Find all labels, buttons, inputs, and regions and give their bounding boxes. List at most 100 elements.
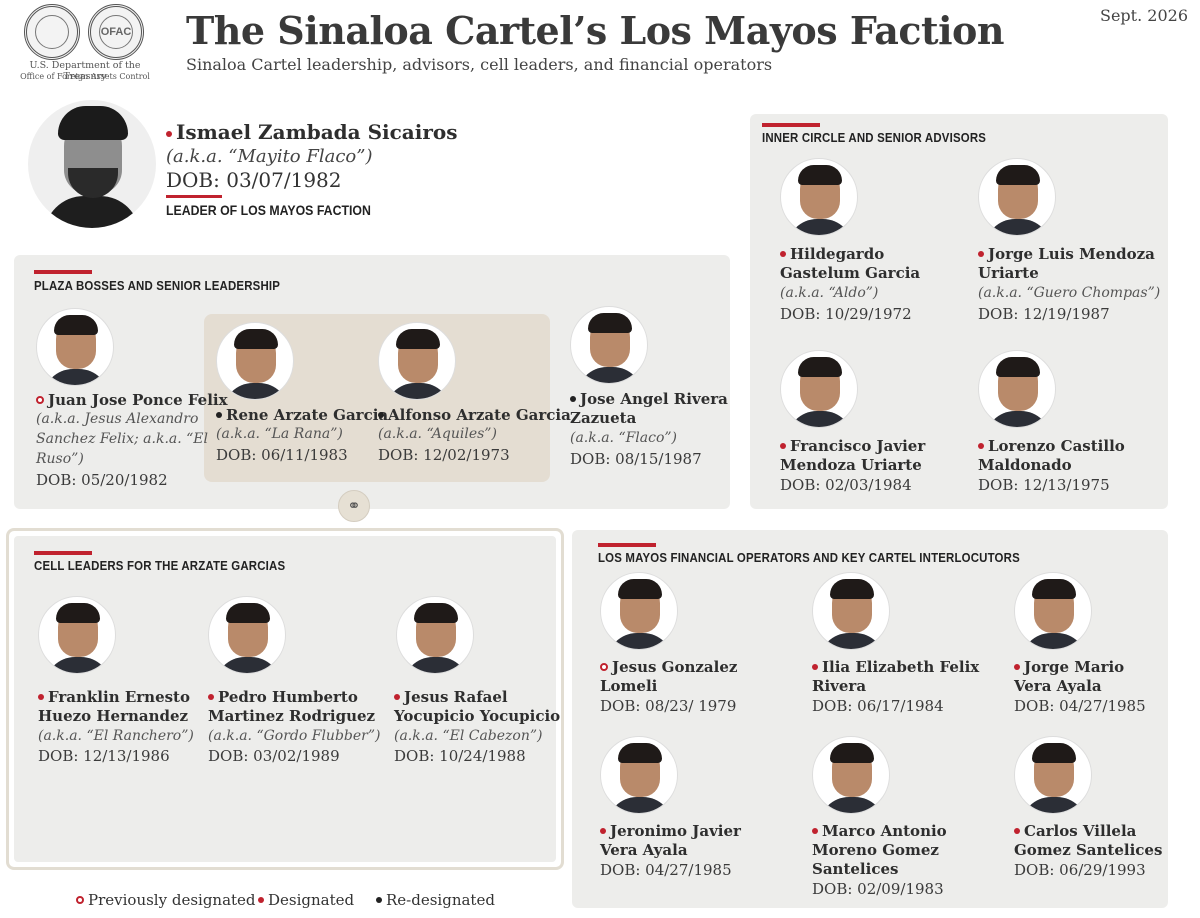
- designated-marker-icon: [394, 694, 400, 700]
- person-name-line2: Yocupicio Yocupicio: [394, 707, 561, 725]
- inner-section-bar: [762, 123, 820, 127]
- person-name-row: Rene Arzate Garcia: [216, 406, 388, 424]
- person-name: Juan Jose Ponce Felix: [48, 391, 228, 409]
- cells-section-title: CELL LEADERS FOR THE ARZATE GARCIAS: [34, 558, 286, 573]
- person-name-row: Jesus Gonzalez: [600, 658, 737, 676]
- person-dob: DOB: 06/11/1983: [216, 446, 348, 464]
- person-name: Jeronimo Javier: [610, 822, 741, 840]
- person-dob: DOB: 04/27/1985: [600, 861, 732, 879]
- cell-leaders-panel: [14, 536, 556, 862]
- person-name-row: Lorenzo Castillo: [978, 437, 1125, 455]
- person-dob: DOB: 03/02/1989: [208, 747, 340, 765]
- person-name-line2: Zazueta: [570, 409, 637, 427]
- person-photo: [978, 158, 1056, 236]
- person-dob: DOB: 06/29/1993: [1014, 861, 1146, 879]
- person-aka: (a.k.a. “La Rana”): [216, 426, 343, 442]
- person-aka: Sanchez Felix; a.k.a. “El: [36, 431, 209, 447]
- page-subtitle: Sinaloa Cartel leadership, advisors, cel…: [186, 55, 773, 74]
- person-name-line2: Martinez Rodriguez: [208, 707, 376, 725]
- inner-section-title: INNER CIRCLE AND SENIOR ADVISORS: [762, 130, 987, 145]
- person-name: Lorenzo Castillo: [988, 437, 1125, 455]
- person-photo: [378, 322, 456, 400]
- person-name-line2: Vera Ayala: [1014, 677, 1102, 695]
- designated-marker-icon: [208, 694, 214, 700]
- person-dob: DOB: 12/19/1987: [978, 305, 1110, 323]
- person-dob: DOB: 08/15/1987: [570, 450, 702, 468]
- person-aka: (a.k.a. “Flaco”): [570, 430, 678, 446]
- person-name-line2: Mendoza Uriarte: [780, 456, 922, 474]
- person-photo: [812, 572, 890, 650]
- person-name-row: Jorge Mario: [1014, 658, 1124, 676]
- person-name: Carlos Villela: [1024, 822, 1137, 840]
- person-name-line3: Santelices: [812, 860, 899, 878]
- person-photo: [600, 572, 678, 650]
- person-name: Marco Antonio: [822, 822, 947, 840]
- designated-marker-icon: [1014, 664, 1020, 670]
- person-name-row: Francisco Javier: [780, 437, 925, 455]
- person-name: Hildegardo: [790, 245, 885, 263]
- person-dob: DOB: 02/09/1983: [812, 880, 944, 898]
- person-photo: [396, 596, 474, 674]
- legend-designated: Designated: [258, 891, 354, 909]
- person-photo: [780, 350, 858, 428]
- person-name-row: Jorge Luis Mendoza: [978, 245, 1155, 263]
- person-aka: Ruso”): [36, 451, 84, 467]
- person-dob: DOB: 12/13/1975: [978, 476, 1110, 494]
- previously-designated-marker-icon: [36, 396, 44, 404]
- person-aka: (a.k.a. “Aldo”): [780, 285, 879, 301]
- leader-role-bar: [166, 195, 222, 198]
- person-dob: DOB: 06/17/1984: [812, 697, 944, 715]
- re-designated-marker-icon: [216, 412, 222, 418]
- person-photo: [38, 596, 116, 674]
- person-name-row: Hildegardo: [780, 245, 884, 263]
- person-name-line2: Gastelum Garcia: [780, 264, 921, 282]
- person-photo: [600, 736, 678, 814]
- person-name-row: Jose Angel Rivera: [570, 390, 728, 408]
- person-aka: (a.k.a. “Guero Chompas”): [978, 285, 1161, 301]
- re-designated-marker-icon: [376, 897, 382, 903]
- person-aka: (a.k.a. “El Ranchero”): [38, 728, 194, 744]
- person-name-row: Pedro Humberto: [208, 688, 358, 706]
- financial-section-title: LOS MAYOS FINANCIAL OPERATORS AND KEY CA…: [598, 550, 1020, 565]
- person-name-row: Jesus Rafael: [394, 688, 508, 706]
- financial-section-bar: [598, 543, 656, 547]
- person-dob: DOB: 12/02/1973: [378, 446, 510, 464]
- designated-marker-icon: [258, 897, 264, 903]
- person-dob: DOB: 10/24/1988: [394, 747, 526, 765]
- person-name-row: Carlos Villela: [1014, 822, 1136, 840]
- person-name-row: Ilia Elizabeth Felix: [812, 658, 979, 676]
- leader-dob: DOB: 03/07/1982: [166, 168, 342, 192]
- person-name-line2: Huezo Hernandez: [38, 707, 189, 725]
- person-photo: [978, 350, 1056, 428]
- person-name: Franklin Ernesto: [48, 688, 190, 706]
- person-name-line2: Moreno Gomez: [812, 841, 939, 859]
- treasury-seal-icon: [24, 4, 80, 60]
- person-dob: DOB: 02/03/1984: [780, 476, 912, 494]
- person-name: Jorge Luis Mendoza: [988, 245, 1155, 263]
- leader-photo: [28, 100, 156, 228]
- person-name-row: Juan Jose Ponce Felix: [36, 391, 228, 409]
- person-photo: [208, 596, 286, 674]
- person-name: Francisco Javier: [790, 437, 926, 455]
- person-name: Ilia Elizabeth Felix: [822, 658, 980, 676]
- designated-marker-icon: [600, 828, 606, 834]
- person-aka: (a.k.a. “Aquiles”): [378, 426, 497, 442]
- leader-name: Ismael Zambada Sicairos: [176, 120, 458, 144]
- designated-marker-icon: [812, 828, 818, 834]
- legend-previously-designated: Previously designated: [76, 891, 256, 909]
- person-name-line2: Maldonado: [978, 456, 1072, 474]
- person-dob: DOB: 10/29/1972: [780, 305, 912, 323]
- person-name: Rene Arzate Garcia: [226, 406, 389, 424]
- designated-marker-icon: [780, 443, 786, 449]
- person-name: Jesus Rafael: [404, 688, 508, 706]
- leader-name-row: Ismael Zambada Sicairos: [166, 120, 458, 144]
- previously-designated-marker-icon: [600, 663, 608, 671]
- person-name: Jesus Gonzalez: [612, 658, 738, 676]
- person-photo: [1014, 736, 1092, 814]
- re-designated-marker-icon: [570, 396, 576, 402]
- person-name-row: Jeronimo Javier: [600, 822, 741, 840]
- person-dob: DOB: 08/23/ 1979: [600, 697, 737, 715]
- ofac-seal-icon: OFAC: [88, 4, 144, 60]
- legend-label: Re-designated: [386, 891, 495, 909]
- leader-role: LEADER OF LOS MAYOS FACTION: [166, 202, 371, 218]
